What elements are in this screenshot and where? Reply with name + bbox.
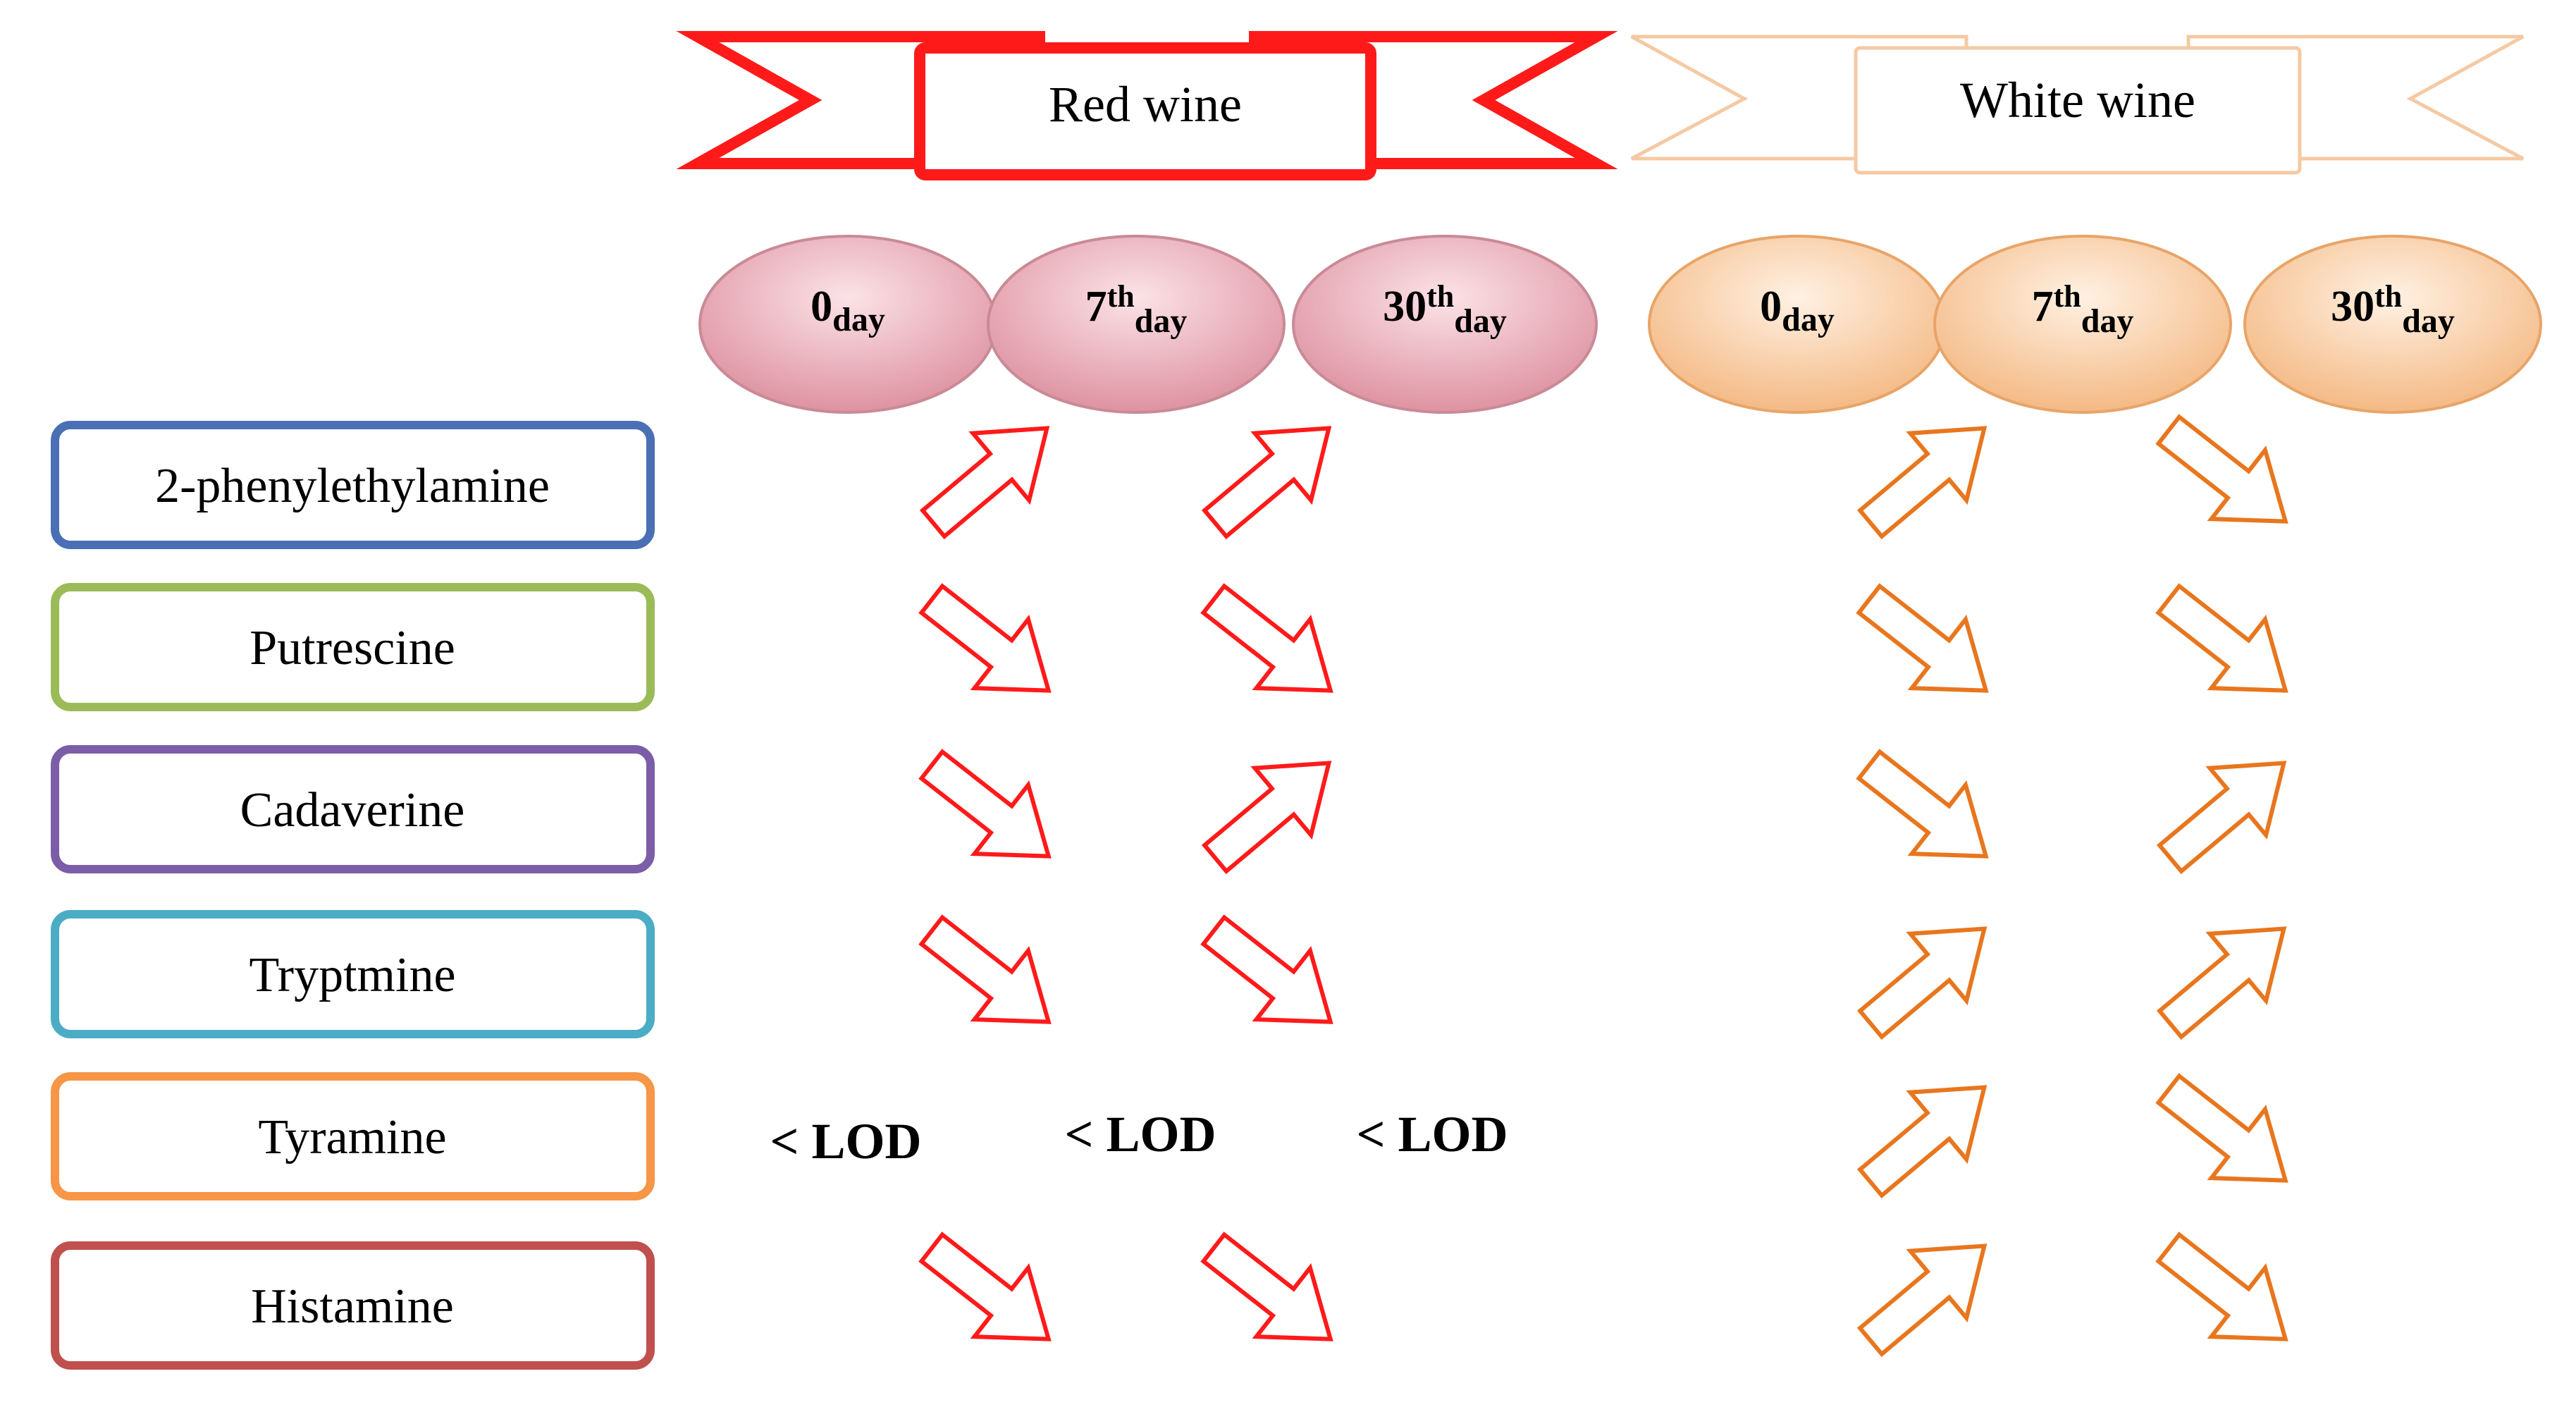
- white-day-0: 0day: [1648, 235, 1947, 414]
- red-wine-title: Red wine: [1049, 76, 1242, 133]
- red-arrow-down-row6-interval2: [1200, 1231, 1333, 1341]
- red-day-30: 30thday: [1292, 235, 1598, 414]
- white-arrow-up-row4-interval1: [1856, 926, 1988, 1040]
- white-arrow-down-row1-interval2: [2155, 414, 2288, 524]
- day-main: 30: [2331, 283, 2374, 331]
- white-arrow-down-row6-interval2: [2155, 1231, 2288, 1341]
- amine-box-tyramine: Tyramine: [51, 1072, 655, 1200]
- red-arrow-down-row4-interval2: [1200, 914, 1333, 1024]
- day-sub: day: [1135, 302, 1188, 340]
- day-sub: day: [1454, 302, 1507, 340]
- red-day-7: 7thday: [987, 235, 1286, 414]
- day-sub: day: [2402, 302, 2455, 340]
- white-arrow-up-row4-interval2: [2156, 926, 2287, 1040]
- amine-label: 2-phenylethylamine: [155, 459, 550, 513]
- day-main: 0: [1760, 283, 1782, 331]
- trend-arrows: [918, 414, 2288, 1358]
- white-arrow-down-row5-interval2: [2155, 1073, 2288, 1183]
- svg-text:30thday: 30thday: [2331, 279, 2455, 340]
- day-sub: day: [832, 301, 885, 338]
- amine-box-putrescine: Putrescine: [51, 583, 655, 711]
- day-sup: th: [1426, 279, 1454, 314]
- amine-label: Tyramine: [258, 1110, 446, 1165]
- white-wine-title: White wine: [1960, 72, 2195, 128]
- red-arrow-up-row1-interval1: [919, 426, 1050, 540]
- amine-box-histamine: Histamine: [51, 1241, 655, 1370]
- red-day-0: 0day: [698, 235, 997, 414]
- white-arrow-up-row6-interval1: [1856, 1243, 1988, 1358]
- red-arrow-up-row1-interval2: [1201, 426, 1332, 540]
- amine-box-phenylethylamine: 2-phenylethylamine: [51, 421, 655, 549]
- amine-box-cadaverine: Cadaverine: [51, 745, 655, 873]
- amine-label: Putrescine: [249, 621, 455, 675]
- lod-label-red-day-7: < LOD: [1064, 1106, 1216, 1162]
- white-arrow-up-row1-interval1: [1856, 426, 1988, 540]
- day-sup: th: [2374, 279, 2402, 314]
- day-main: 0: [811, 283, 832, 331]
- day-sub: day: [2081, 302, 2134, 340]
- amine-label: Histamine: [251, 1279, 454, 1334]
- red-arrow-down-row2-interval2: [1200, 583, 1333, 693]
- red-arrow-down-row3-interval1: [918, 749, 1052, 859]
- svg-text:7thday: 7thday: [2032, 279, 2134, 340]
- red-arrow-up-row3-interval2: [1201, 761, 1332, 875]
- day-sup: th: [1107, 279, 1135, 314]
- lod-label-red-day-0: < LOD: [770, 1113, 921, 1169]
- amine-label: Tryptmine: [249, 948, 455, 1002]
- red-wine-banner: Red wine: [676, 31, 1618, 180]
- svg-text:30thday: 30thday: [1383, 279, 1507, 340]
- day-sub: day: [1782, 301, 1835, 338]
- red-arrow-down-row2-interval1: [918, 583, 1052, 693]
- white-arrow-down-row3-interval1: [1856, 749, 1989, 859]
- white-arrow-down-row2-interval1: [1856, 583, 1989, 693]
- svg-text:7thday: 7thday: [1085, 279, 1188, 340]
- red-arrow-down-row4-interval1: [918, 914, 1052, 1024]
- white-arrow-down-row2-interval2: [2155, 583, 2288, 693]
- white-day-30: 30thday: [2243, 235, 2542, 414]
- red-arrow-down-row6-interval1: [918, 1231, 1052, 1341]
- day-main: 7: [1085, 283, 1107, 331]
- day-main: 7: [2032, 283, 2054, 331]
- day-sup: th: [2054, 279, 2081, 314]
- white-wine-banner: White wine: [1630, 35, 2525, 175]
- amine-label: Cadaverine: [240, 783, 465, 837]
- svg-text:0day: 0day: [1760, 283, 1835, 338]
- white-day-7: 7thday: [1933, 235, 2232, 414]
- day-main: 30: [1383, 283, 1426, 331]
- amine-box-tryptmine: Tryptmine: [51, 910, 655, 1038]
- white-arrow-up-row5-interval1: [1856, 1085, 1988, 1199]
- lod-label-red-day-30: < LOD: [1356, 1106, 1508, 1162]
- white-arrow-up-row3-interval2: [2156, 761, 2287, 875]
- svg-text:0day: 0day: [811, 283, 885, 338]
